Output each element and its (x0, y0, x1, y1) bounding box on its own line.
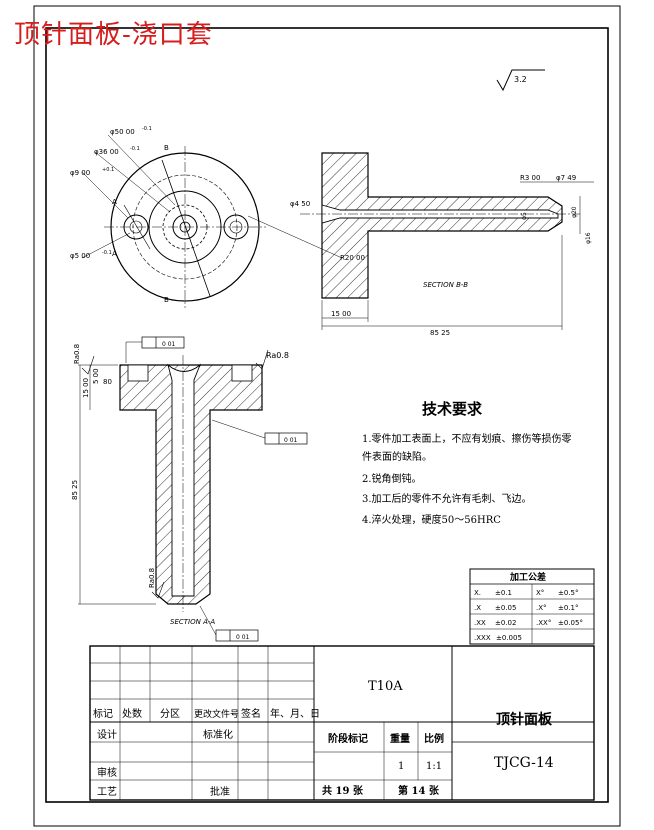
svg-text:φ4 50: φ4 50 (290, 200, 310, 208)
svg-text:4.淬火处理，硬度50～56HRC: 4.淬火处理，硬度50～56HRC (362, 513, 501, 526)
svg-text:15 00: 15 00 (331, 310, 351, 318)
svg-text:3.加工后的零件不允许有毛刺、飞边。: 3.加工后的零件不允许有毛刺、飞边。 (362, 492, 532, 505)
svg-text:φ5: φ5 (521, 212, 528, 220)
svg-text:±0.005: ±0.005 (496, 634, 522, 642)
svg-text:.X: .X (474, 604, 481, 612)
section-b-b: 15 00 85 25 SECTION B-B φ4 50 R20 00 R3 … (290, 152, 594, 337)
svg-text:φ36 00: φ36 00 (94, 148, 119, 156)
svg-text:0 01: 0 01 (162, 341, 176, 348)
svg-text:A: A (112, 250, 117, 258)
svg-text:±0.1°: ±0.1° (558, 604, 579, 612)
svg-text:.XX: .XX (474, 619, 486, 627)
svg-text:-0.1: -0.1 (142, 126, 152, 132)
surface-finish-symbol: 3.2 (496, 69, 545, 92)
svg-text:标记: 标记 (93, 708, 113, 720)
svg-text:1.零件加工表面上，不应有划痕、擦伤等损伤零: 1.零件加工表面上，不应有划痕、擦伤等损伤零 (362, 432, 572, 445)
svg-text:更改文件号: 更改文件号 (194, 708, 239, 720)
svg-text:φ20: φ20 (571, 206, 578, 218)
svg-text:重量: 重量 (390, 732, 410, 745)
title-block: 标记 处数 分区 更改文件号 签名 年、月、日 设计 标准化 审核 工艺 批准 … (89, 645, 595, 801)
overlay-title: 顶针面板-浇口套 (14, 20, 213, 50)
svg-text:.XX°: .XX° (536, 619, 551, 627)
front-view: φ50 00 -0.1 φ36 00 -0.1 φ9 00 +0.1 φ5 00… (70, 126, 343, 308)
section-a-a: 85 25 15 00 5 00 80 Ra0.8 Ra0.8 Ra0.8 0 … (71, 336, 308, 642)
svg-text:B: B (164, 296, 169, 304)
svg-text:SECTION B-B: SECTION B-B (423, 281, 468, 289)
svg-text:R20 00: R20 00 (340, 254, 365, 262)
tech-req-title: 技术要求 (422, 400, 483, 418)
svg-text:件表面的缺陷。: 件表面的缺陷。 (362, 450, 432, 463)
svg-text:.XXX: .XXX (474, 634, 491, 642)
svg-text:分区: 分区 (160, 708, 180, 720)
svg-text:标准化: 标准化 (203, 728, 233, 741)
svg-text:0 01: 0 01 (284, 437, 298, 444)
svg-text:设计: 设计 (97, 728, 117, 741)
svg-text:Ra0.8: Ra0.8 (266, 351, 289, 360)
svg-text:X°: X° (536, 589, 544, 597)
svg-text:处数: 处数 (122, 707, 142, 720)
svg-text:±0.05: ±0.05 (495, 604, 516, 612)
svg-text:φ9 00: φ9 00 (70, 169, 90, 177)
svg-text:φ7 49: φ7 49 (556, 174, 576, 182)
svg-text:0 01: 0 01 (236, 634, 250, 641)
svg-text:X.: X. (474, 589, 481, 597)
svg-text:TJCG-14: TJCG-14 (494, 755, 554, 771)
svg-text:φ16: φ16 (585, 232, 592, 244)
svg-text:T10A: T10A (368, 679, 403, 694)
svg-text:1: 1 (398, 761, 404, 772)
tolerance-table: 加工公差 X. ±0.1 X° ±0.5° .X ±0.05 .X° ±0.1°… (469, 568, 595, 645)
svg-text:+0.1: +0.1 (102, 167, 114, 173)
svg-text:±0.05°: ±0.05° (558, 619, 583, 627)
svg-text:工艺: 工艺 (97, 786, 117, 798)
svg-text:顶针面板: 顶针面板 (496, 711, 553, 728)
svg-text:±0.5°: ±0.5° (558, 589, 579, 597)
svg-text:±0.02: ±0.02 (495, 619, 516, 627)
svg-text:15 00: 15 00 (82, 378, 90, 398)
svg-text:φ50 00: φ50 00 (110, 128, 135, 136)
svg-text:.X°: .X° (536, 604, 547, 612)
svg-text:±0.1: ±0.1 (495, 589, 512, 597)
svg-text:-0.1: -0.1 (130, 146, 140, 152)
svg-text:签名: 签名 (241, 707, 261, 720)
svg-text:R3 00: R3 00 (520, 174, 540, 182)
svg-text:年、月、日: 年、月、日 (270, 707, 320, 720)
technical-requirements: 技术要求 1.零件加工表面上，不应有划痕、擦伤等损伤零 件表面的缺陷。 2.锐角… (362, 400, 572, 526)
svg-text:φ5 00: φ5 00 (70, 252, 90, 260)
svg-text:比例: 比例 (424, 732, 444, 745)
svg-text:B: B (164, 144, 169, 152)
svg-text:1:1: 1:1 (426, 761, 442, 772)
svg-text:-0.1: -0.1 (102, 250, 112, 256)
svg-text:A: A (112, 198, 117, 206)
svg-text:第 14 张: 第 14 张 (398, 784, 440, 797)
svg-text:5 00: 5 00 (92, 368, 100, 384)
svg-text:2.锐角倒钝。: 2.锐角倒钝。 (362, 472, 422, 485)
svg-text:Ra0.8: Ra0.8 (73, 344, 81, 364)
svg-text:3.2: 3.2 (514, 75, 527, 84)
svg-text:审核: 审核 (97, 766, 117, 779)
outer-border (33, 5, 621, 827)
svg-text:85 25: 85 25 (71, 480, 79, 500)
inner-border (45, 27, 609, 803)
svg-text:阶段标记: 阶段标记 (328, 732, 368, 745)
svg-text:批准: 批准 (210, 785, 230, 798)
svg-text:共 19 张: 共 19 张 (322, 784, 364, 797)
svg-text:85 25: 85 25 (430, 329, 450, 337)
svg-text:SECTION A-A: SECTION A-A (170, 618, 215, 626)
svg-text:80: 80 (103, 378, 112, 386)
svg-text:加工公差: 加工公差 (509, 571, 546, 583)
svg-text:Ra0.8: Ra0.8 (148, 568, 156, 588)
